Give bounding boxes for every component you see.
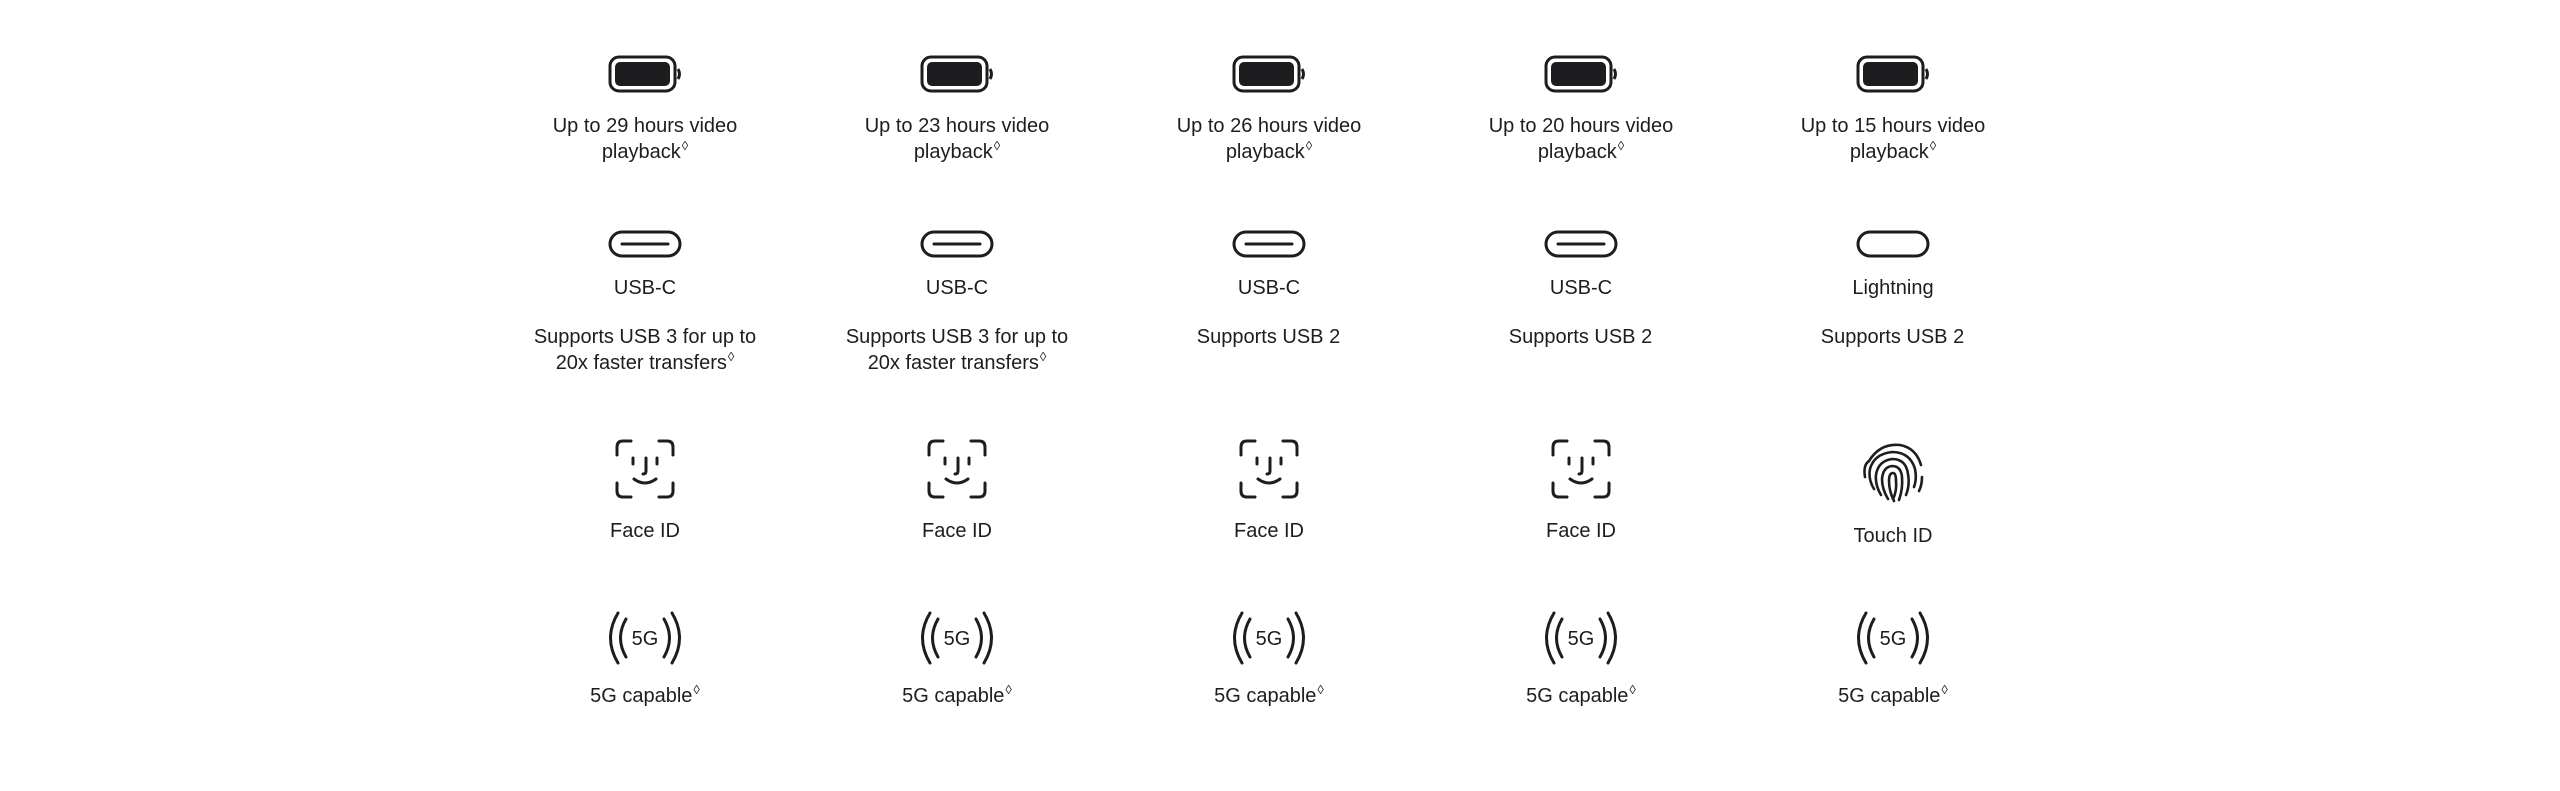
battery-icon	[1856, 55, 1929, 93]
usb-c-port-icon	[608, 230, 682, 258]
battery-icon	[920, 55, 993, 93]
model-column: Up to 20 hours video playback◊ USB-C Sup…	[1425, 0, 1737, 791]
usb-support-text: Supports USB 2	[1196, 326, 1341, 348]
svg-text:5G: 5G	[1256, 628, 1283, 650]
battery-text: Up to 23 hours video playback◊	[864, 115, 1050, 163]
model-column: Up to 26 hours video playback◊ USB-C Sup…	[1113, 0, 1425, 791]
face-id-icon	[1239, 439, 1299, 499]
5g-label: 5G capable◊	[590, 682, 700, 707]
auth-label: Face ID	[1545, 520, 1617, 542]
auth-label: Face ID	[1233, 520, 1305, 542]
5g-icon: 5G	[1233, 611, 1305, 665]
footnote-marker: ◊	[1305, 138, 1313, 153]
port-name: USB-C	[613, 277, 677, 299]
svg-text:5G: 5G	[632, 628, 659, 650]
footnote-marker: ◊	[1039, 349, 1047, 364]
footnote-marker: ◊	[1617, 138, 1625, 153]
5g-label: 5G capable◊	[1526, 682, 1636, 707]
port-name: USB-C	[925, 277, 989, 299]
usb-c-port-icon	[1232, 230, 1306, 258]
usb-c-port-icon	[1544, 230, 1618, 258]
svg-text:5G: 5G	[944, 628, 971, 650]
face-id-icon	[1551, 439, 1611, 499]
footnote-marker: ◊	[993, 138, 1001, 153]
footnote-marker: ◊	[693, 682, 700, 697]
auth-label: Face ID	[921, 520, 993, 542]
usb-support-text: Supports USB 3 for up to 20x faster tran…	[533, 326, 757, 374]
footnote-marker: ◊	[1005, 682, 1012, 697]
svg-text:5G: 5G	[1880, 628, 1907, 650]
face-id-icon	[615, 439, 675, 499]
usb-support-text: Supports USB 3 for up to 20x faster tran…	[845, 326, 1069, 374]
5g-icon: 5G	[1545, 611, 1617, 665]
battery-icon	[1544, 55, 1617, 93]
battery-text: Up to 26 hours video playback◊	[1176, 115, 1362, 163]
footnote-marker: ◊	[1629, 682, 1636, 697]
footnote-marker: ◊	[1941, 682, 1948, 697]
footnote-marker: ◊	[1929, 138, 1937, 153]
5g-icon: 5G	[1857, 611, 1929, 665]
model-column: Up to 29 hours video playback◊ USB-C Sup…	[489, 0, 801, 791]
5g-label: 5G capable◊	[902, 682, 1012, 707]
5g-label: 5G capable◊	[1838, 682, 1948, 707]
port-name: USB-C	[1549, 277, 1613, 299]
auth-label: Touch ID	[1853, 525, 1933, 547]
footnote-marker: ◊	[727, 349, 735, 364]
5g-icon: 5G	[921, 611, 993, 665]
footnote-marker: ◊	[681, 138, 689, 153]
model-column: Up to 15 hours video playback◊ Lightning…	[1737, 0, 2049, 791]
model-column: Up to 23 hours video playback◊ USB-C Sup…	[801, 0, 1113, 791]
auth-label: Face ID	[609, 520, 681, 542]
usb-c-port-icon	[920, 230, 994, 258]
lightning-port-icon	[1856, 230, 1930, 258]
5g-label: 5G capable◊	[1214, 682, 1324, 707]
footnote-marker: ◊	[1317, 682, 1324, 697]
battery-text: Up to 15 hours video playback◊	[1800, 115, 1986, 163]
port-name: USB-C	[1237, 277, 1301, 299]
usb-support-text: Supports USB 2	[1508, 326, 1653, 348]
battery-icon	[1232, 55, 1305, 93]
5g-icon: 5G	[609, 611, 681, 665]
battery-text: Up to 20 hours video playback◊	[1488, 115, 1674, 163]
usb-support-text: Supports USB 2	[1820, 326, 1965, 348]
face-id-icon	[927, 439, 987, 499]
battery-icon	[608, 55, 681, 93]
svg-text:5G: 5G	[1568, 628, 1595, 650]
touch-id-icon	[1863, 443, 1924, 503]
battery-text: Up to 29 hours video playback◊	[552, 115, 738, 163]
port-name: Lightning	[1852, 277, 1934, 299]
